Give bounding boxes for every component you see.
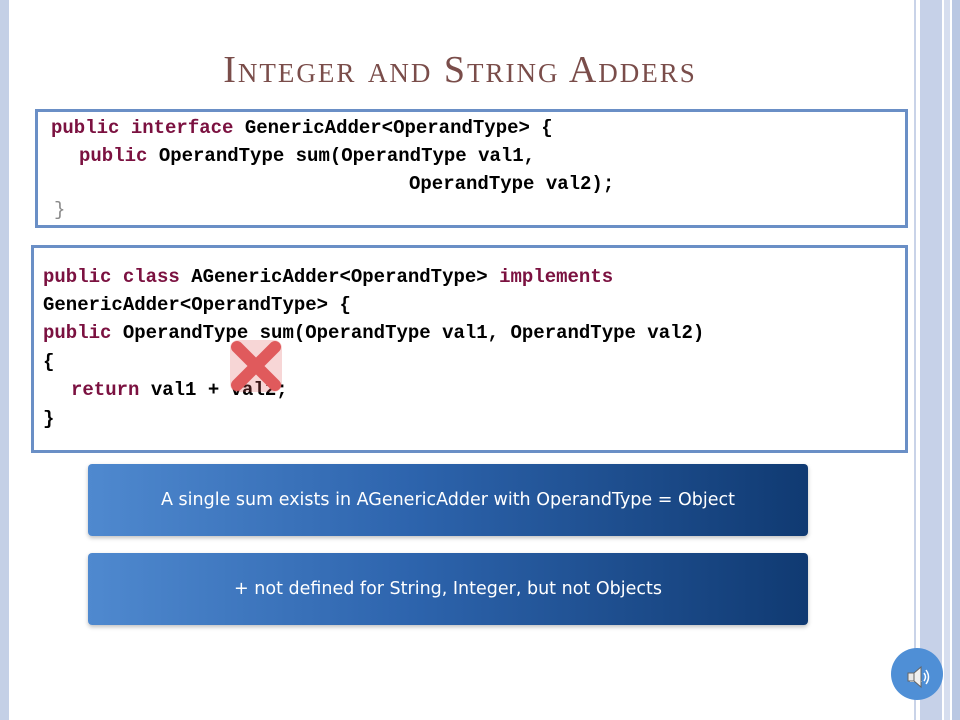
code-text: } [43, 408, 55, 430]
code-text: { [43, 351, 55, 373]
code-line: public class AGenericAdder<OperandType> … [43, 265, 613, 289]
code-text: } [54, 199, 66, 221]
code-text: OperandType val2); [409, 173, 615, 195]
code-line: GenericAdder<OperandType> { [43, 293, 351, 317]
class-code-box: public class AGenericAdder<OperandType> … [31, 245, 908, 453]
code-text: OperandType sum(OperandType val1, [147, 145, 536, 167]
code-line: public OperandType sum(OperandType val1, [79, 144, 535, 168]
code-line: { [43, 350, 54, 374]
code-keyword: interface [130, 117, 234, 139]
code-text: GenericAdder<OperandType> { [233, 117, 553, 139]
code-line: public interface GenericAdder<OperandTyp… [51, 116, 553, 140]
code-line: OperandType val2); [409, 172, 614, 196]
slide-title: Integer and String Adders [223, 49, 697, 91]
code-line: } [43, 407, 54, 431]
speaker-icon[interactable] [906, 664, 932, 690]
code-keyword: implements [499, 266, 614, 288]
code-keyword: public [51, 117, 120, 139]
right-border-decoration [914, 0, 960, 720]
code-keyword: public [43, 266, 112, 288]
code-keyword: return [71, 379, 140, 401]
explanation-banner: + not defined for String, Integer, but n… [88, 553, 808, 625]
explanation-banner: A single sum exists in AGenericAdder wit… [88, 464, 808, 536]
code-keyword: public [79, 145, 148, 167]
code-keyword: class [122, 266, 180, 288]
x-mark-icon [230, 340, 282, 392]
code-line: } [54, 198, 65, 222]
code-text: OperandType sum(OperandType val1, Operan… [111, 322, 705, 344]
code-text: AGenericAdder<OperandType> [179, 266, 500, 288]
code-text: GenericAdder<OperandType> { [43, 294, 351, 316]
left-border-decoration [0, 0, 9, 720]
interface-code-box: public interface GenericAdder<OperandTyp… [35, 109, 908, 228]
code-line: public OperandType sum(OperandType val1,… [43, 321, 704, 345]
code-keyword: public [43, 322, 112, 344]
